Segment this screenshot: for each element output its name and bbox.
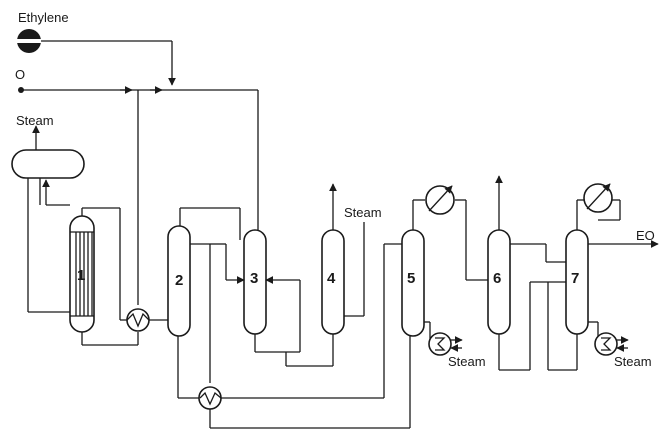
column-6	[487, 175, 566, 371]
column-7	[547, 199, 659, 371]
oxygen-feed-line	[21, 86, 259, 305]
unit-2-label: 2	[175, 272, 183, 289]
column-5	[401, 199, 490, 344]
ethylene-feed-line	[41, 40, 176, 86]
oxygen-inlet	[18, 87, 24, 93]
condenser-icon	[583, 183, 613, 213]
steam-drum-label: Steam	[16, 113, 54, 128]
steam-col5-label: Steam	[448, 354, 486, 369]
heat-exchanger-icon	[198, 243, 411, 429]
reboiler-icon	[594, 332, 629, 356]
unit-6-label: 6	[493, 270, 501, 287]
oxygen-label: O	[15, 67, 25, 82]
scrubber-3	[210, 229, 301, 353]
steam-col7-label: Steam	[614, 354, 652, 369]
steam-drum	[11, 125, 85, 313]
eo-product-label: EO	[636, 228, 655, 243]
unit-7-label: 7	[571, 270, 579, 287]
compressor-icon	[17, 29, 41, 53]
reactor-connections	[81, 207, 139, 346]
unit-3-label: 3	[250, 270, 258, 287]
absorber-2	[167, 207, 241, 399]
condenser-icon	[425, 185, 455, 215]
unit-5-label: 5	[407, 270, 415, 287]
ethylene-label: Ethylene	[18, 10, 69, 25]
column-4	[285, 183, 365, 367]
unit-4-label: 4	[327, 270, 336, 287]
heat-exchanger-icon	[120, 308, 168, 332]
reboiler-icon	[428, 332, 463, 356]
unit-1-label: 1	[77, 267, 85, 284]
steam-col4-label: Steam	[344, 205, 382, 220]
